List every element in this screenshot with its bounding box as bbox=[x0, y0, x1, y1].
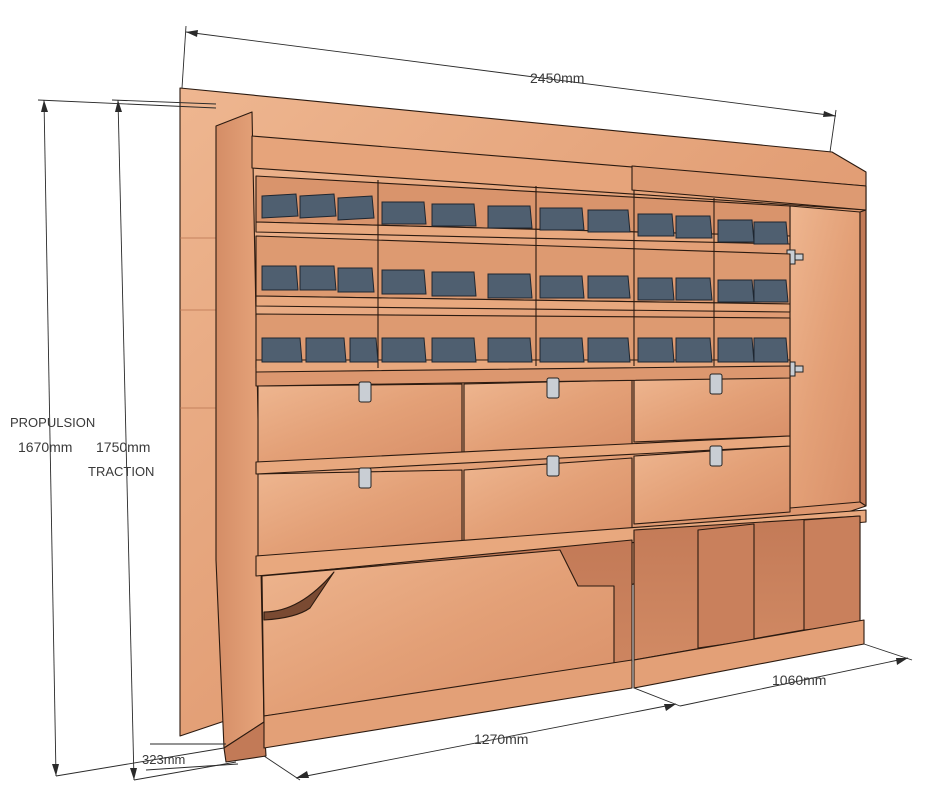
storage-bin-icon bbox=[261, 337, 789, 363]
left-side-panel bbox=[215, 111, 267, 763]
depth-label: 323mm bbox=[142, 752, 185, 767]
right-unit-width-label: 1060mm bbox=[772, 672, 826, 688]
traction-height-label: 1750mm bbox=[96, 439, 150, 455]
drawer-bank bbox=[255, 365, 791, 557]
right-cabinet-door bbox=[786, 205, 867, 509]
overall-width-label: 2450mm bbox=[530, 70, 584, 86]
lower-storage bbox=[255, 509, 867, 749]
dimension-lines bbox=[37, 25, 913, 781]
storage-bin-icon bbox=[261, 193, 789, 245]
propulsion-height-label: 1670mm bbox=[18, 439, 72, 455]
drawer-latch-icon bbox=[358, 373, 723, 489]
storage-bin-icon bbox=[261, 265, 789, 303]
traction-label: TRACTION bbox=[88, 464, 154, 479]
propulsion-label: PROPULSION bbox=[10, 415, 95, 430]
bin-shelving bbox=[255, 175, 791, 373]
left-unit-width-label: 1270mm bbox=[474, 731, 528, 747]
